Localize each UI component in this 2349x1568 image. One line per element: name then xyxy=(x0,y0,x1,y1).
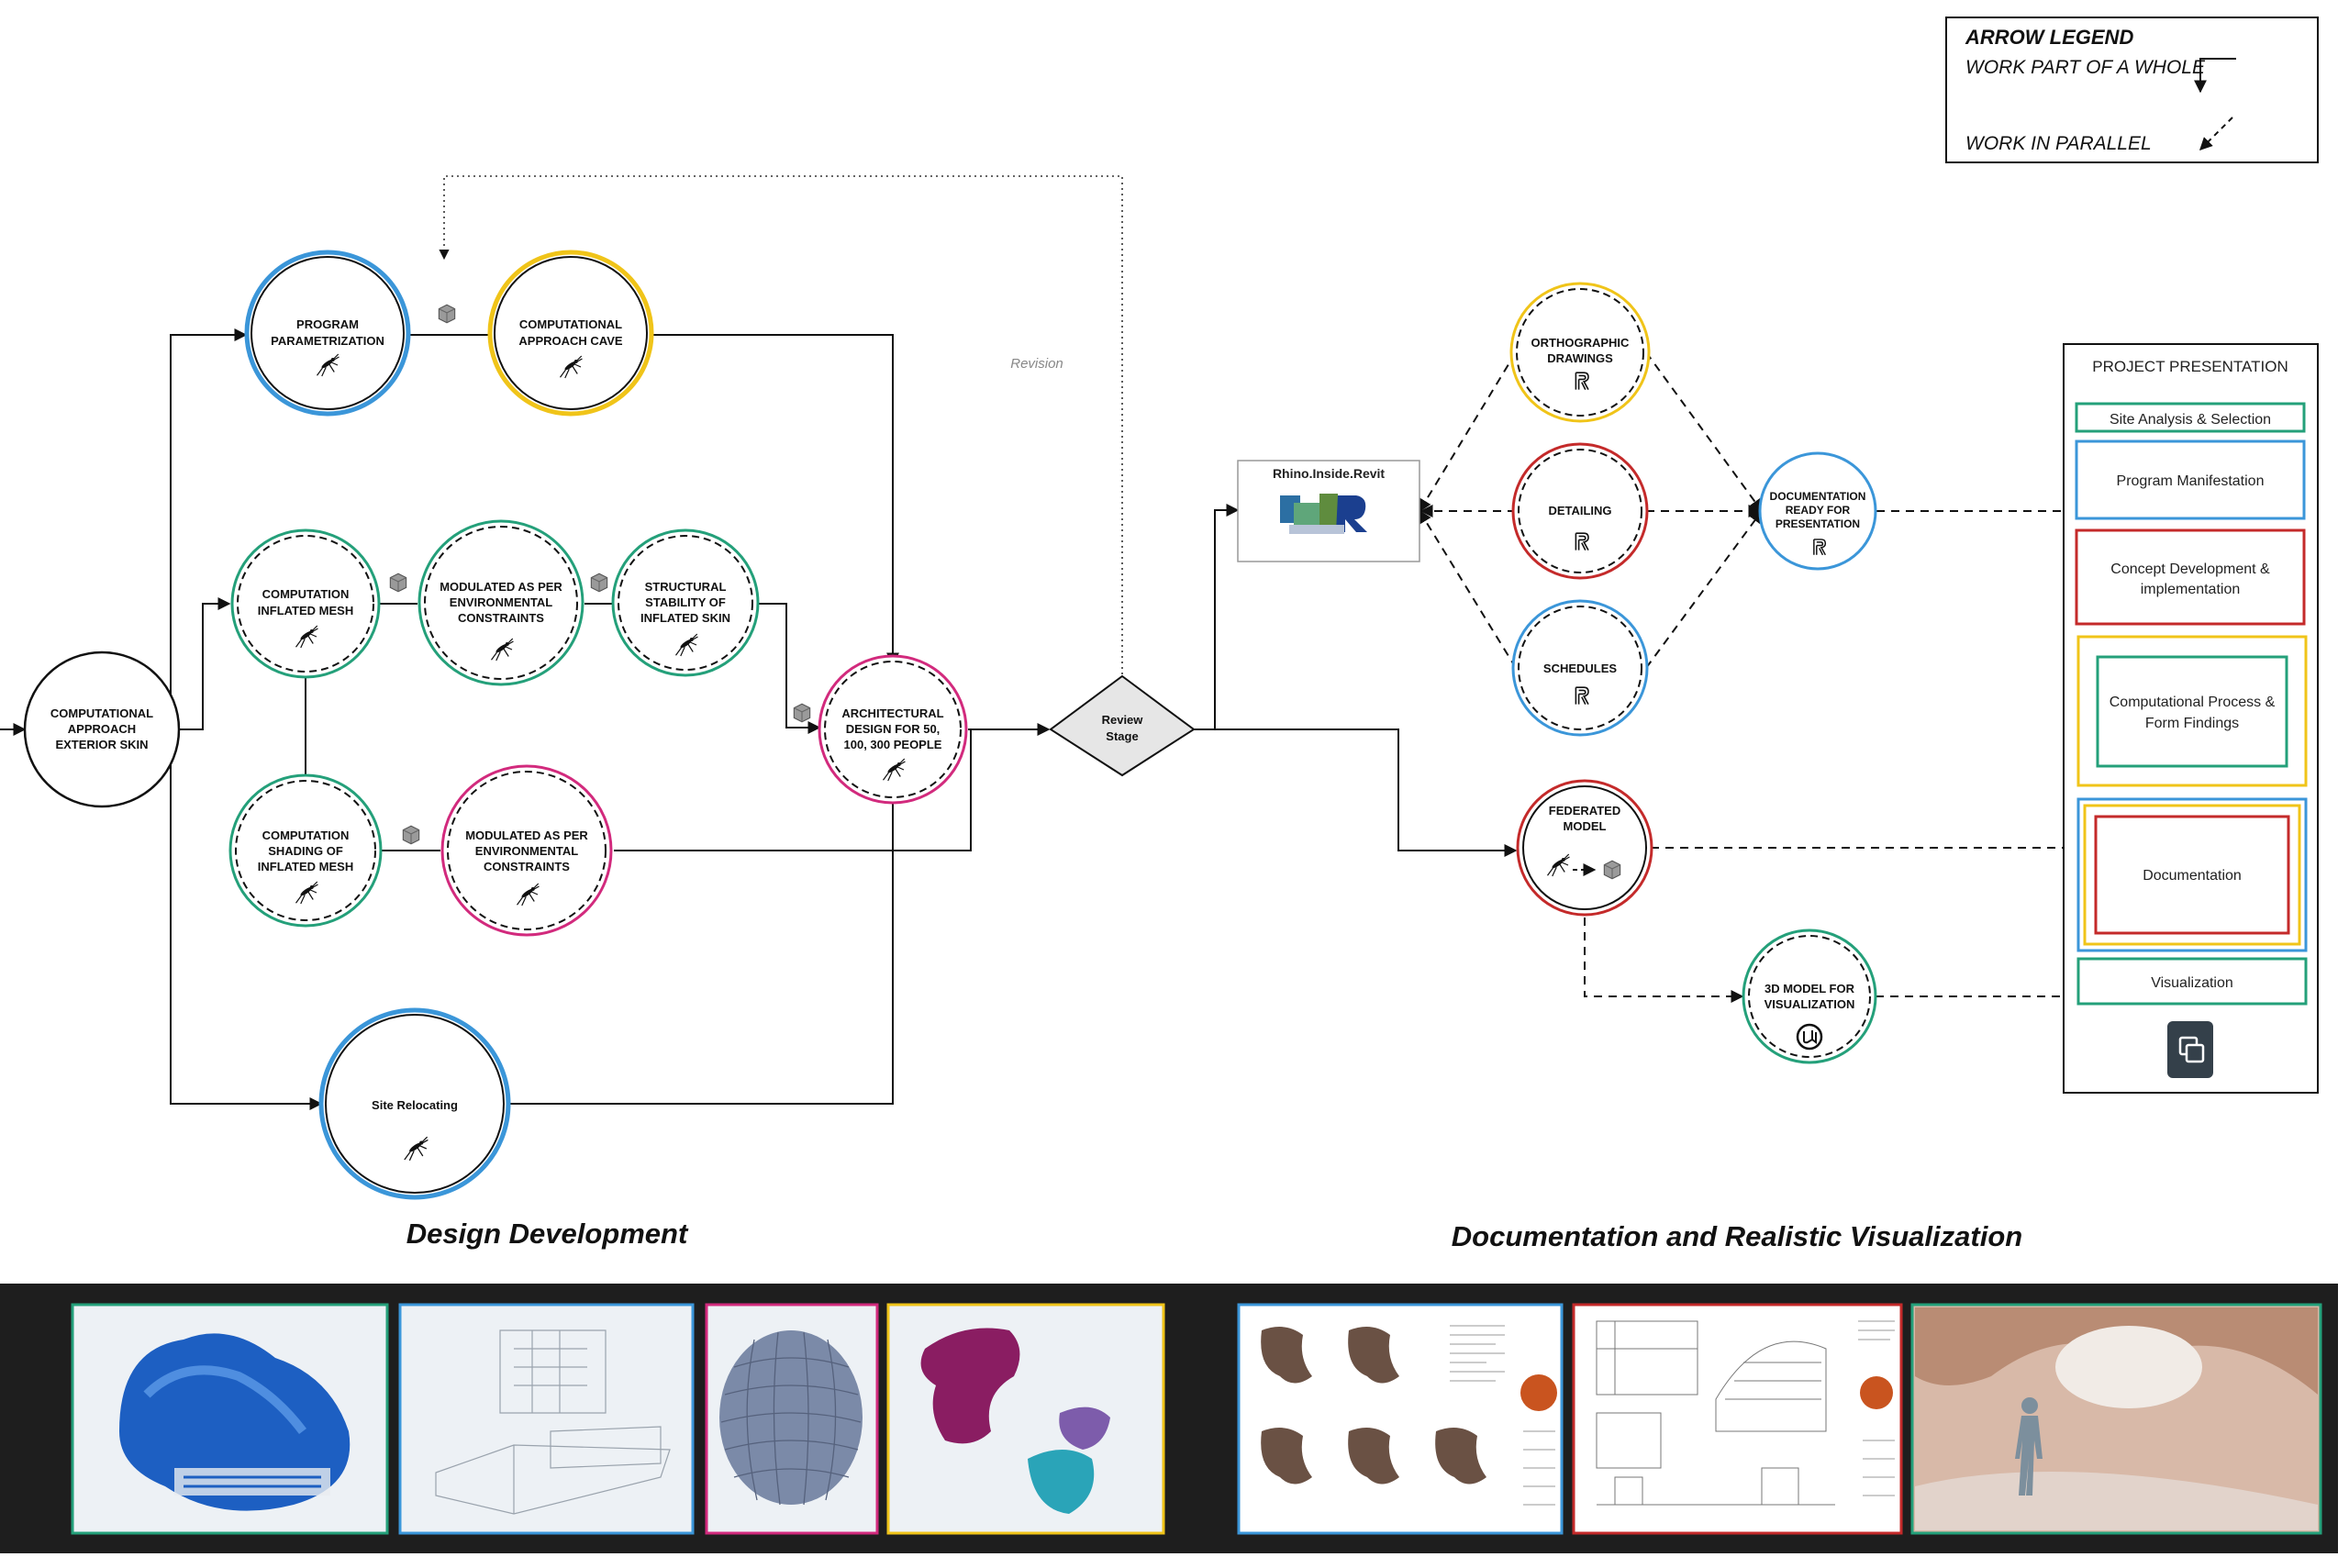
node-federated-line1: FEDERATED xyxy=(1549,804,1620,817)
node-modulated2-line3: CONSTRAINTS xyxy=(484,860,570,873)
presentation-item-computational-2: Form Findings xyxy=(2145,716,2239,731)
revision-label: Revision xyxy=(1010,356,1063,372)
review-line2: Stage xyxy=(1106,729,1138,743)
legend-title: ARROW LEGEND xyxy=(1965,26,2133,49)
node-exterior-line1: COMPUTATIONAL xyxy=(50,706,153,720)
node-structural-line3: INFLATED SKIN xyxy=(640,611,730,625)
thumbnail-orthographic-sheets[interactable] xyxy=(1237,1303,1564,1535)
node-ortho-line1: ORTHOGRAPHIC xyxy=(1531,336,1631,350)
review-line1: Review xyxy=(1102,713,1144,727)
node-docready-line2: READY FOR xyxy=(1786,504,1851,517)
node-3d-model-visualization[interactable]: 3D MODEL FOR VISUALIZATION xyxy=(1742,929,1877,1064)
node-ortho-line2: DRAWINGS xyxy=(1547,351,1613,365)
thumbnail-realistic-visualization[interactable] xyxy=(1910,1303,2322,1535)
arrow-legend: ARROW LEGEND WORK PART OF A WHOLE WORK I… xyxy=(1945,17,2319,163)
review-stage-diamond[interactable]: Review Stage xyxy=(1049,674,1196,777)
node-modulated2-line2: ENVIRONMENTAL xyxy=(475,844,578,858)
node-docready-line3: PRESENTATION xyxy=(1776,517,1860,530)
design-edges xyxy=(0,175,1123,1110)
human-figure xyxy=(2015,1397,2043,1496)
thumbnail-program-wireframe[interactable] xyxy=(398,1303,695,1535)
node-modulated2-line1: MODULATED AS PER xyxy=(465,828,588,842)
thumbnail-detail-sheets[interactable] xyxy=(1572,1303,1903,1535)
node-shading-line3: INFLATED MESH xyxy=(258,860,353,873)
node-site-label: Site Relocating xyxy=(372,1098,458,1112)
node-federated-line2: MODEL xyxy=(1564,819,1607,833)
node-vis3d-line2: VISUALIZATION xyxy=(1765,997,1855,1011)
node-structural-line1: STRUCTURAL xyxy=(645,580,727,594)
presentation-item-site: Site Analysis & Selection xyxy=(2110,412,2271,428)
node-exterior-line2: APPROACH xyxy=(68,722,136,736)
node-architectural-line2: DESIGN FOR 50, xyxy=(846,722,941,736)
presentation-item-documentation: Documentation xyxy=(2143,868,2242,884)
revision-path xyxy=(439,175,1123,680)
copy-icon[interactable] xyxy=(2167,1021,2213,1078)
cube-icon xyxy=(793,703,811,723)
rhino-inside-revit-logo xyxy=(1280,494,1367,534)
project-presentation-panel: PROJECT PRESENTATION Site Analysis & Sel… xyxy=(2063,343,2319,1094)
section-title-design: Design Development xyxy=(406,1218,689,1250)
unreal-icon xyxy=(1796,1023,1823,1051)
node-exterior-line3: EXTERIOR SKIN xyxy=(55,738,148,751)
node-documentation-ready[interactable]: DOCUMENTATION READY FOR PRESENTATION xyxy=(1758,451,1877,571)
node-program-parametrization[interactable]: PROGRAM PARAMETRIZATION xyxy=(244,250,411,417)
node-architectural-design[interactable]: ARCHITECTURAL DESIGN FOR 50, 100, 300 PE… xyxy=(818,654,968,805)
node-approach-cave[interactable]: COMPUTATIONAL APPROACH CAVE xyxy=(487,250,654,417)
presentation-title: PROJECT PRESENTATION xyxy=(2092,358,2288,375)
node-modulated-constraints-2[interactable]: MODULATED AS PER ENVIRONMENTAL CONSTRAIN… xyxy=(440,764,613,937)
node-schedules[interactable]: SCHEDULES xyxy=(1511,599,1649,737)
node-vis3d-line1: 3D MODEL FOR xyxy=(1765,982,1855,995)
node-site-relocating[interactable]: Site Relocating xyxy=(318,1007,511,1200)
node-program-line1: PROGRAM xyxy=(296,317,359,331)
cube-icon xyxy=(402,825,420,845)
node-structural-line2: STABILITY OF xyxy=(645,595,726,609)
node-detailing[interactable]: DETAILING xyxy=(1511,442,1649,580)
node-modulated1-line3: CONSTRAINTS xyxy=(458,611,544,625)
node-federated-model[interactable]: FEDERATED MODEL xyxy=(1516,779,1653,917)
documentation-edges xyxy=(1194,351,2079,1003)
thumbnail-inflated-mesh[interactable] xyxy=(705,1303,879,1535)
node-shading-line1: COMPUTATION xyxy=(262,828,350,842)
cube-icon xyxy=(389,573,407,593)
node-inflated-mesh[interactable]: COMPUTATION INFLATED MESH xyxy=(230,528,381,679)
node-detailing-line1: DETAILING xyxy=(1548,504,1611,517)
rhino-inside-revit-box[interactable]: Rhino.Inside.Revit xyxy=(1237,460,1420,562)
node-modulated1-line2: ENVIRONMENTAL xyxy=(450,595,552,609)
rir-label: Rhino.Inside.Revit xyxy=(1273,466,1385,481)
legend-parallel-label: WORK IN PARALLEL xyxy=(1965,133,2152,154)
node-cave-line1: COMPUTATIONAL xyxy=(519,317,622,331)
node-inflated-line1: COMPUTATION xyxy=(262,587,350,601)
node-architectural-line3: 100, 300 PEOPLE xyxy=(844,738,942,751)
node-shading-mesh[interactable]: COMPUTATION SHADING OF INFLATED MESH xyxy=(228,773,383,928)
cube-icon xyxy=(590,573,608,593)
node-modulated-constraints-1[interactable]: MODULATED AS PER ENVIRONMENTAL CONSTRAIN… xyxy=(417,519,584,686)
cube-icon xyxy=(1603,860,1621,880)
thumbnail-exterior-skin[interactable] xyxy=(71,1303,389,1535)
presentation-item-program: Program Manifestation xyxy=(2117,473,2265,489)
node-structural-stability[interactable]: STRUCTURAL STABILITY OF INFLATED SKIN xyxy=(611,528,760,677)
node-docready-line1: DOCUMENTATION xyxy=(1770,490,1866,503)
node-modulated1-line1: MODULATED AS PER xyxy=(440,580,562,594)
node-exterior-skin[interactable]: COMPUTATIONAL APPROACH EXTERIOR SKIN xyxy=(23,651,181,808)
node-cave-line2: APPROACH CAVE xyxy=(518,334,622,348)
image-strip xyxy=(0,1284,2338,1553)
node-orthographic-drawings[interactable]: ORTHOGRAPHIC DRAWINGS xyxy=(1509,282,1651,423)
presentation-item-concept-2: implementation xyxy=(2141,582,2241,597)
node-inflated-line2: INFLATED MESH xyxy=(258,604,353,617)
legend-dashed-arrow xyxy=(2199,117,2233,150)
cube-icon xyxy=(438,304,456,324)
presentation-item-visualization: Visualization xyxy=(2151,975,2233,991)
presentation-item-concept-1: Concept Development & xyxy=(2110,562,2270,577)
node-program-line2: PARAMETRIZATION xyxy=(271,334,384,348)
node-schedules-line1: SCHEDULES xyxy=(1543,662,1618,675)
legend-solid-arrow xyxy=(2194,58,2236,94)
thumbnail-cave-form[interactable] xyxy=(886,1303,1165,1535)
node-shading-line2: SHADING OF xyxy=(268,844,343,858)
node-architectural-line1: ARCHITECTURAL xyxy=(841,706,943,720)
section-title-documentation: Documentation and Realistic Visualizatio… xyxy=(1452,1220,2022,1252)
presentation-item-computational-1: Computational Process & xyxy=(2110,695,2276,710)
legend-whole-label: WORK PART OF A WHOLE xyxy=(1965,57,2206,78)
